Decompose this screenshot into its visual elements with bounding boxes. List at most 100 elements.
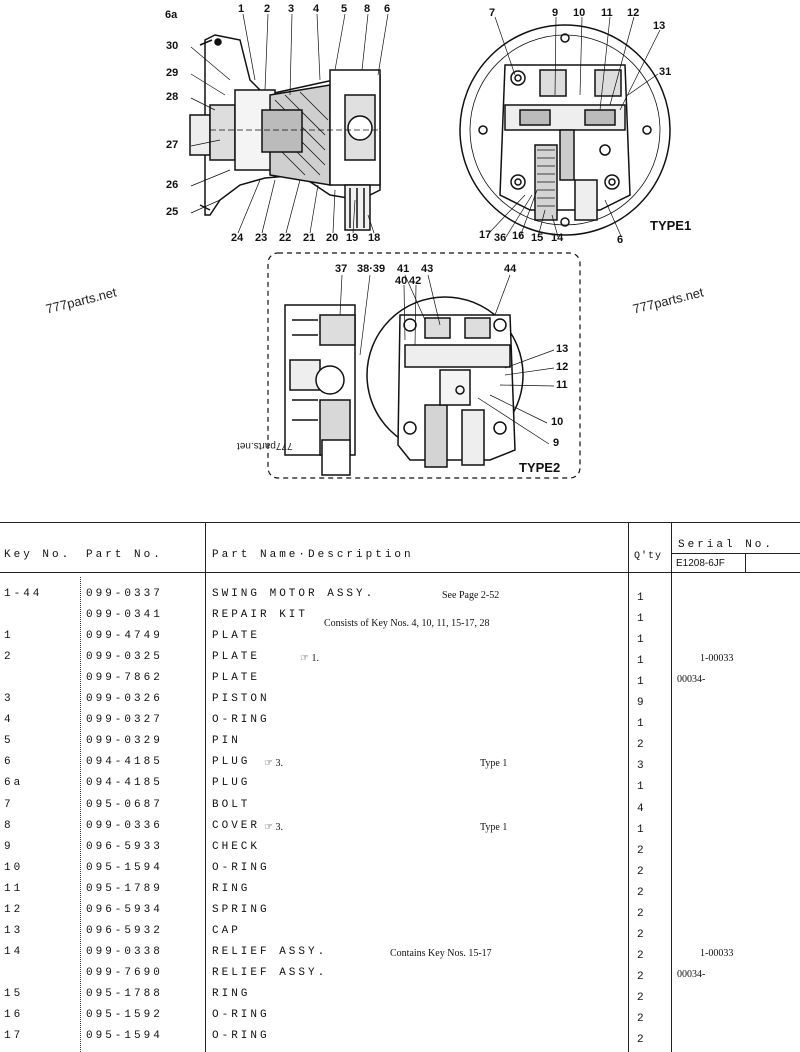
serial-subcol (745, 553, 746, 572)
col-divider-desc (205, 522, 206, 1052)
callout-1: 1 (238, 3, 245, 15)
callout-14: 14 (551, 232, 564, 244)
front-view-type1 (459, 24, 671, 236)
part-no-cell: 099-7690 (86, 966, 163, 979)
part-no-cell: 099-0341 (86, 609, 163, 622)
part-name-cell: CHECK (212, 840, 261, 853)
callout-22: 22 (279, 232, 292, 244)
callout-24: 24 (231, 232, 244, 244)
callout-8: 8 (364, 3, 371, 15)
part-no-cell: 095-0687 (86, 798, 163, 811)
key-no-cell: 1-44 (4, 588, 43, 600)
part-no-cell: 099-0337 (86, 588, 163, 600)
callout-3: 3 (288, 3, 295, 15)
part-type-note: Type 1 (480, 821, 508, 833)
part-name-cell: O-RING (212, 714, 270, 727)
table-row: 11 095-1789 RING 2 (0, 883, 800, 904)
qty-cell: 2 (637, 949, 647, 962)
key-no-cell: 5 (4, 735, 14, 748)
callout-13-t2: 13 (556, 343, 569, 355)
qty-cell: 2 (637, 1013, 647, 1025)
key-no-cell: 2 (4, 651, 14, 664)
key-no-cell: 13 (4, 924, 24, 937)
callout-26: 26 (166, 179, 179, 191)
part-note: See Page 2-52 (442, 590, 500, 601)
part-name-cell: BOLT (212, 798, 251, 811)
callout-11-t2: 11 (556, 379, 568, 391)
callout-10-t2: 10 (551, 416, 564, 428)
callout-38-39: 38·39 (357, 263, 386, 275)
part-no-cell: 099-0329 (86, 735, 163, 748)
callout-28: 28 (166, 91, 179, 103)
callout-42: 42 (409, 275, 422, 287)
key-no-cell: 12 (4, 903, 24, 916)
col-divider-serial (671, 522, 672, 1052)
type1-label: TYPE1 (650, 218, 692, 233)
callout-41: 41 (397, 263, 410, 275)
key-no-cell: 3 (4, 693, 14, 706)
part-name-cell: PLUG (212, 777, 251, 790)
col-divider-qty (628, 522, 629, 1052)
part-no-cell: 095-1788 (86, 987, 163, 1000)
callout-21: 21 (303, 232, 316, 244)
callout-16: 16 (512, 230, 525, 242)
key-no-cell: 15 (4, 987, 24, 1000)
part-name-cell: SWING MOTOR ASSY. (212, 588, 376, 600)
part-name-cell: PLATE (212, 630, 261, 643)
qty-cell: 2 (637, 991, 647, 1004)
callout-27: 27 (166, 139, 179, 151)
part-note: Consists of Key Nos. 4, 10, 11, 15-17, 2… (324, 618, 490, 630)
serial-cell: 00034- (677, 968, 706, 980)
qty-cell: 2 (637, 739, 647, 752)
callout-19: 19 (346, 232, 359, 244)
part-name-cell: SPRING (212, 903, 270, 916)
qty-cell: 1 (637, 781, 647, 794)
callout-9-t2: 9 (553, 437, 560, 449)
key-no-cell: 8 (4, 819, 14, 832)
part-no-cell: 099-0327 (86, 714, 163, 727)
callout-36: 36 (494, 232, 507, 244)
part-note: Contains Key Nos. 15-17 (390, 947, 492, 959)
callout-6-right: 6 (617, 234, 624, 246)
part-name-cell: RING (212, 882, 251, 895)
qty-cell: 3 (637, 760, 647, 773)
qty-cell: 2 (637, 886, 647, 899)
callout-43: 43 (421, 263, 434, 275)
qty-cell: 1 (637, 592, 647, 604)
qty-cell: 2 (637, 844, 647, 857)
qty-cell: 2 (637, 1034, 647, 1047)
watermark-mirrored: 777parts.net (237, 440, 293, 451)
callout-40: 40 (395, 275, 408, 287)
key-no-cell: 7 (4, 798, 14, 811)
callout-9: 9 (552, 7, 559, 19)
swing-motor-drawing (189, 13, 671, 479)
callout-20: 20 (326, 232, 339, 244)
cross-section-type1 (189, 34, 381, 231)
key-no-cell: 11 (4, 882, 24, 895)
qty-cell: 2 (637, 907, 647, 920)
part-no-cell: 095-1789 (86, 882, 163, 895)
part-name-cell: O-RING (212, 861, 270, 874)
header-key-no: Key No. (4, 549, 72, 561)
serial-cell: 1-00033 (700, 653, 734, 665)
part-no-cell: 099-0325 (86, 651, 163, 664)
serial-cell: 00034- (677, 674, 706, 686)
callout-6: 6 (384, 3, 391, 15)
dotted-divider-part (80, 577, 81, 1052)
key-no-cell: 9 (4, 840, 14, 853)
header-serial: Serial No. (678, 539, 775, 551)
header-serial-sub: E1208-6JF (676, 558, 725, 569)
type2-label: TYPE2 (519, 460, 561, 475)
exploded-diagram: 6a 1 2 3 4 5 8 6 30 29 28 27 26 25 24 23… (0, 0, 800, 515)
callout-2: 2 (264, 3, 271, 15)
side-view-type2 (284, 304, 356, 476)
